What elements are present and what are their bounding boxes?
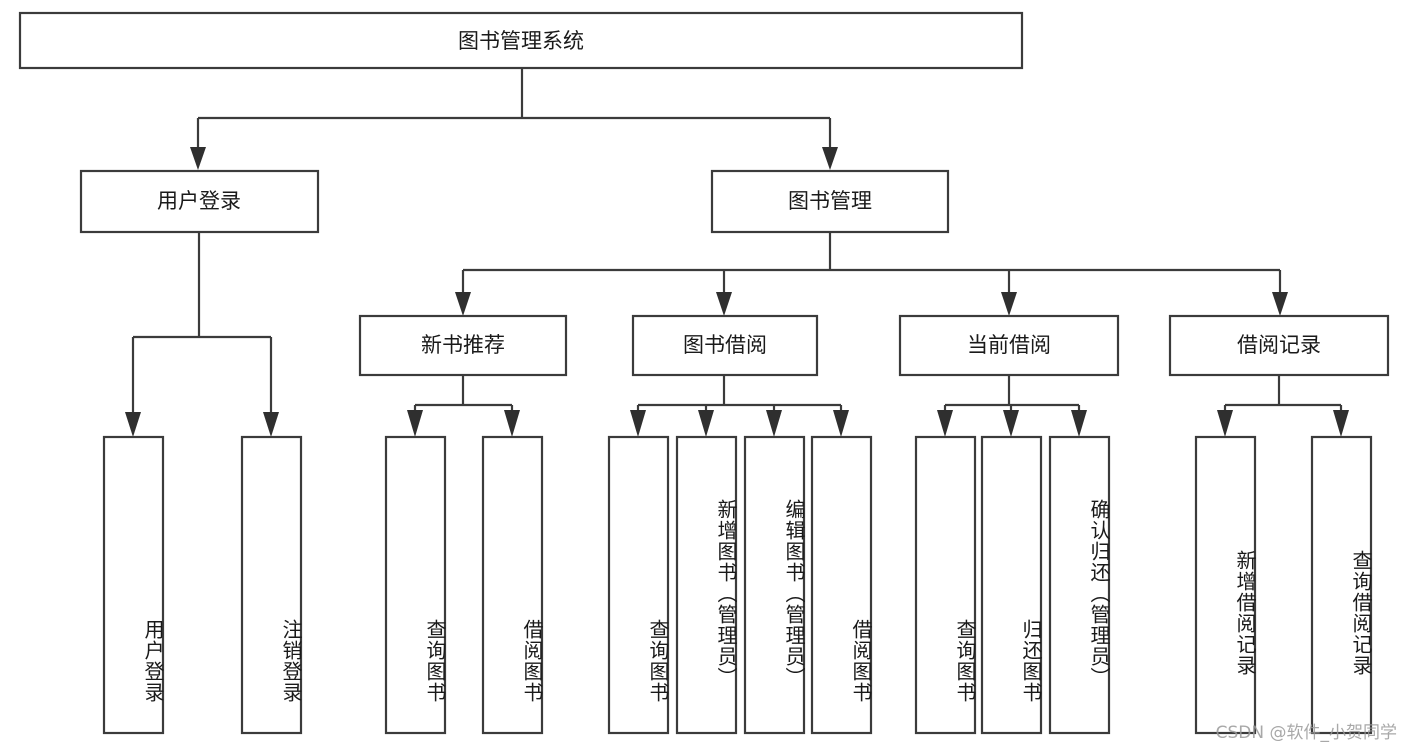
node-book-manage[interactable]: 图书管理 bbox=[710, 169, 950, 234]
node-user-login[interactable]: 用户登录 bbox=[79, 169, 320, 234]
node-borrow-record-label: 借阅记录 bbox=[1237, 333, 1321, 357]
leaf-box-leaf-borrow-book-2[interactable] bbox=[810, 435, 873, 735]
node-root[interactable]: 图书管理系统 bbox=[18, 11, 1024, 70]
node-current-borrow[interactable]: 当前借阅 bbox=[898, 314, 1120, 377]
leaf-box-leaf-edit-book[interactable] bbox=[743, 435, 806, 735]
connector-root-to-level1 bbox=[190, 68, 838, 170]
connector-borrowrecord-to-leaves bbox=[1217, 375, 1349, 437]
connector-bookmanage-to-level2 bbox=[455, 232, 1288, 316]
leaf-box-leaf-logout[interactable] bbox=[240, 435, 303, 735]
connector-bookborrow-to-leaves bbox=[630, 375, 849, 437]
leaf-box-leaf-user-login[interactable] bbox=[102, 435, 165, 735]
connector-newbook-to-leaves bbox=[407, 375, 520, 437]
leaf-box-leaf-query-record[interactable] bbox=[1310, 435, 1373, 735]
node-borrow-record[interactable]: 借阅记录 bbox=[1168, 314, 1390, 377]
node-book-borrow-label: 图书借阅 bbox=[683, 333, 767, 357]
leaf-box-leaf-confirm-return[interactable] bbox=[1048, 435, 1111, 735]
node-root-label: 图书管理系统 bbox=[458, 29, 584, 53]
watermark-text: CSDN @软件_小贺同学 bbox=[1215, 723, 1397, 743]
node-book-borrow[interactable]: 图书借阅 bbox=[631, 314, 819, 377]
node-current-borrow-label: 当前借阅 bbox=[967, 333, 1051, 357]
connector-userlogin-to-leaves bbox=[125, 232, 279, 437]
leaf-box-leaf-borrow-book-1[interactable] bbox=[481, 435, 544, 735]
node-new-book-rec[interactable]: 新书推荐 bbox=[358, 314, 568, 377]
leaf-box-leaf-add-record[interactable] bbox=[1194, 435, 1257, 735]
leaf-box-leaf-query-book-1[interactable] bbox=[384, 435, 447, 735]
leaf-box-leaf-add-book[interactable] bbox=[675, 435, 738, 735]
connector-currentborrow-to-leaves bbox=[937, 375, 1087, 437]
leaf-box-leaf-return-book[interactable] bbox=[980, 435, 1043, 735]
node-new-book-rec-label: 新书推荐 bbox=[421, 333, 505, 357]
node-user-login-label: 用户登录 bbox=[157, 189, 241, 213]
leaf-box-leaf-query-book-2[interactable] bbox=[607, 435, 670, 735]
leaf-box-leaf-query-book-3[interactable] bbox=[914, 435, 977, 735]
node-book-manage-label: 图书管理 bbox=[788, 189, 872, 213]
